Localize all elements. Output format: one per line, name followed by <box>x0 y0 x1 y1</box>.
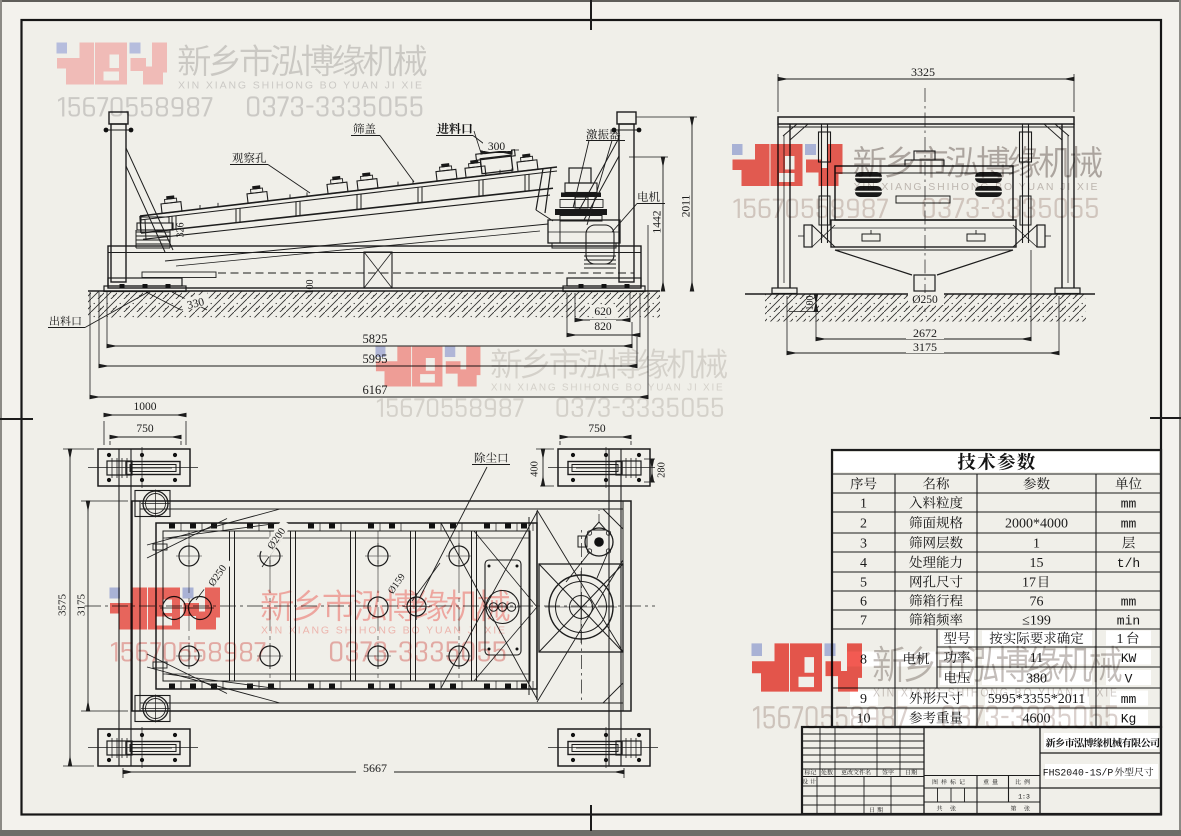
svg-text:3175: 3175 <box>913 340 937 354</box>
svg-text:t/h: t/h <box>1117 556 1140 571</box>
svg-text:400: 400 <box>530 461 541 477</box>
svg-text:620: 620 <box>594 306 612 318</box>
svg-text:5667: 5667 <box>363 761 387 775</box>
svg-text:5995*3355*2011: 5995*3355*2011 <box>988 692 1085 707</box>
svg-text:7: 7 <box>860 614 867 629</box>
svg-text:330: 330 <box>186 296 206 312</box>
svg-text:1: 1 <box>1033 537 1040 552</box>
svg-text:3175: 3175 <box>76 594 88 617</box>
svg-text:1442: 1442 <box>652 210 664 233</box>
svg-text:4: 4 <box>860 556 867 571</box>
svg-text:mm: mm <box>1121 497 1137 512</box>
svg-text:5825: 5825 <box>363 332 388 346</box>
svg-text:280: 280 <box>657 462 668 478</box>
svg-text:750: 750 <box>588 423 606 435</box>
svg-text:Ø250: Ø250 <box>912 294 938 306</box>
svg-text:mm: mm <box>1121 595 1137 610</box>
svg-text:5: 5 <box>860 576 867 591</box>
svg-text:1:3: 1:3 <box>1018 794 1030 801</box>
svg-text:820: 820 <box>594 321 612 333</box>
svg-text:8: 8 <box>860 653 867 668</box>
svg-text:mm: mm <box>1121 517 1137 532</box>
svg-text:76: 76 <box>1030 595 1044 610</box>
svg-text:2: 2 <box>860 517 867 532</box>
svg-text:2672: 2672 <box>913 326 937 340</box>
svg-text:6167: 6167 <box>363 383 388 397</box>
svg-text:750: 750 <box>136 423 154 435</box>
svg-text:6: 6 <box>860 595 867 610</box>
svg-text:XIN XIANG SHIHONG BO YUAN JI X: XIN XIANG SHIHONG BO YUAN JI XIE <box>491 382 724 393</box>
svg-text:17: 17 <box>1022 576 1036 591</box>
svg-text:3325: 3325 <box>911 65 935 79</box>
svg-text:V: V <box>1125 672 1133 687</box>
svg-text:min: min <box>1117 614 1140 629</box>
svg-text:100: 100 <box>805 296 816 311</box>
svg-text:3575: 3575 <box>57 594 69 617</box>
svg-text:≤199: ≤199 <box>1022 614 1051 629</box>
svg-text:XIN XIANG SHIHONG BO YUAN JI X: XIN XIANG SHIHONG BO YUAN JI XIE <box>178 80 423 92</box>
svg-text:1000: 1000 <box>134 401 157 413</box>
svg-text:mm: mm <box>1121 692 1137 707</box>
svg-text:XIN XIANG SHIHONG BO YUAN JI X: XIN XIANG SHIHONG BO YUAN JI XIE <box>854 181 1099 193</box>
svg-text:3: 3 <box>860 537 867 552</box>
svg-text:FHS2040-1S/P: FHS2040-1S/P <box>1043 768 1114 779</box>
svg-text:380: 380 <box>1026 672 1047 687</box>
svg-text:15: 15 <box>1030 556 1044 571</box>
svg-text:KW: KW <box>1121 651 1137 666</box>
svg-text:100: 100 <box>305 280 316 295</box>
svg-text:326: 326 <box>176 223 187 238</box>
svg-text:300: 300 <box>488 141 506 153</box>
svg-text:2011: 2011 <box>681 194 693 217</box>
svg-text:2000*4000: 2000*4000 <box>1005 517 1068 532</box>
svg-text:XIN XIANG SHIHONG BO YUAN JI X: XIN XIANG SHIHONG BO YUAN JI XIE <box>873 687 1118 700</box>
svg-text:Kg: Kg <box>1121 712 1137 727</box>
svg-text:9: 9 <box>860 692 867 707</box>
svg-text:1: 1 <box>1117 632 1124 647</box>
svg-text:1: 1 <box>860 497 867 512</box>
svg-text:XIN XIANG SHIHONG BO YUAN JI X: XIN XIANG SHIHONG BO YUAN JI XIE <box>261 625 506 637</box>
